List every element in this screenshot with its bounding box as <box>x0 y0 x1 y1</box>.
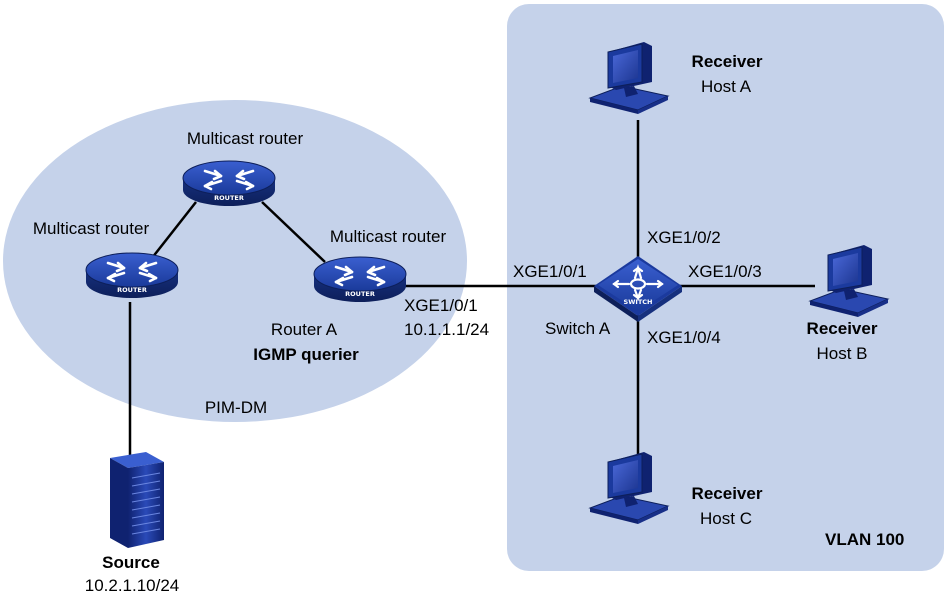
switch-port-to-host-b: XGE1/0/3 <box>688 262 762 281</box>
router-label-top: Multicast router <box>186 129 304 148</box>
links <box>128 120 815 462</box>
router-a-name: Router A <box>270 320 338 339</box>
vlan-area <box>507 4 944 571</box>
router-a-port: XGE1/0/1 <box>404 296 478 315</box>
pim-domain-label: PIM-DM <box>204 398 268 417</box>
router-label-left: Multicast router <box>32 219 150 238</box>
host-a-name: Host A <box>700 77 752 96</box>
router-icon-top[interactable] <box>181 159 277 208</box>
link-mr-left-mr-top <box>151 201 197 259</box>
host-c-name: Host C <box>700 509 752 528</box>
switch-port-to-router: XGE1/0/1 <box>513 262 587 281</box>
host-a-role: Receiver <box>691 52 763 71</box>
router-icon-left[interactable] <box>84 251 180 300</box>
router-a-ip: 10.1.1.1/24 <box>404 320 490 339</box>
host-b-role: Receiver <box>806 319 878 338</box>
host-b-name: Host B <box>816 344 868 363</box>
switch-port-to-host-a: XGE1/0/2 <box>647 228 721 247</box>
switch-port-to-host-c: XGE1/0/4 <box>647 328 721 347</box>
source-ip: 10.2.1.10/24 <box>84 576 180 595</box>
router-a-role: IGMP querier <box>253 345 359 364</box>
router-label-router-a: Multicast router <box>329 227 447 246</box>
vlan-label: VLAN 100 <box>825 530 905 549</box>
host-c-role: Receiver <box>691 484 763 503</box>
svg-text:SWITCH: SWITCH <box>624 298 653 306</box>
link-mr-top-router-a <box>261 201 326 263</box>
switch-icon[interactable]: SWITCH <box>594 256 682 322</box>
pim-domain-area <box>3 100 467 422</box>
server-icon[interactable] <box>110 452 164 548</box>
router-icon-router-a[interactable] <box>312 255 408 304</box>
source-label: Source <box>102 553 160 572</box>
switch-name: Switch A <box>545 319 611 338</box>
